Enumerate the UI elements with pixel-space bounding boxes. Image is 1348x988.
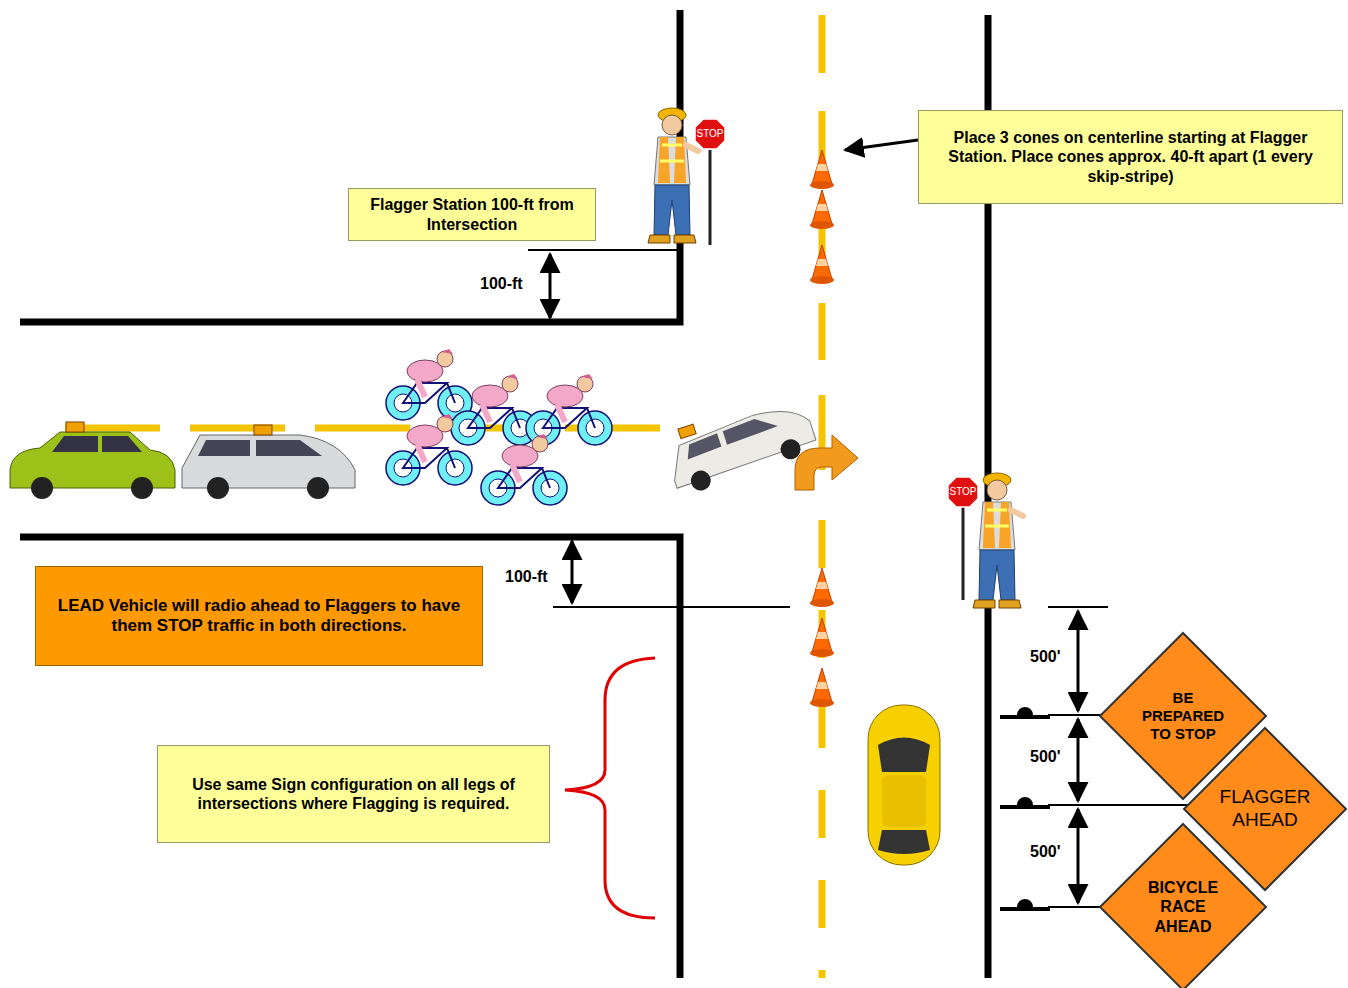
- vehicles: [10, 349, 940, 865]
- warning-sign: BICYCLE RACE AHEAD: [1099, 823, 1267, 988]
- centerline: [65, 425, 665, 432]
- lead-car: [31, 477, 53, 499]
- traffic-cone: [810, 245, 834, 284]
- sign-text: STOP: [949, 487, 976, 497]
- lead-car: [10, 422, 175, 499]
- sign-text: FLAGGER AHEAD: [1213, 786, 1317, 832]
- turning-car: [688, 468, 713, 493]
- stop-sign: STOP: [947, 476, 979, 508]
- turning-car: [678, 424, 696, 438]
- lead-car: [10, 432, 175, 488]
- callout-box: LEAD Vehicle will radio ahead to Flagger…: [35, 566, 483, 666]
- sign-post-symbol: [1000, 707, 1050, 719]
- traffic-cone: [810, 150, 834, 189]
- sign-posts: [1000, 707, 1050, 911]
- dimension-arrow: [549, 254, 552, 318]
- traffic-cone: [810, 568, 834, 607]
- lead-car: [182, 435, 355, 488]
- callout-text: LEAD Vehicle will radio ahead to Flagger…: [46, 596, 472, 637]
- dimension-label: 500': [1028, 843, 1063, 861]
- yellow-car: [878, 830, 930, 854]
- leader-arrow: [845, 140, 918, 150]
- dimension-label: 100-ft: [503, 568, 550, 586]
- stop-face: [695, 119, 725, 149]
- extension-line: [553, 606, 790, 608]
- callout-text: Flagger Station 100-ft from Intersection: [359, 195, 585, 233]
- sign-post-symbol: [1000, 899, 1050, 911]
- sign-text: BICYCLE RACE AHEAD: [1133, 878, 1233, 936]
- lead-car: [254, 425, 272, 435]
- dimension-arrow: [1077, 809, 1080, 903]
- lead-car: [66, 422, 84, 432]
- callout-text: Use same Sign configuration on all legs …: [168, 775, 539, 813]
- road-edges: [20, 10, 988, 978]
- callout-box: Flagger Station 100-ft from Intersection: [348, 188, 596, 241]
- lead-car: [198, 440, 322, 456]
- sign-text: STOP: [696, 129, 723, 139]
- traffic-cone: [810, 668, 834, 707]
- sign-pole: [709, 150, 712, 245]
- yellow-car: [882, 775, 926, 827]
- road-edge: [20, 537, 680, 978]
- centerlines: [65, 15, 822, 978]
- dimension-arrow: [1077, 719, 1080, 801]
- lead-car: [307, 477, 329, 499]
- lead-car: [207, 477, 229, 499]
- lead-car: [52, 436, 142, 452]
- cyclist: [526, 374, 612, 445]
- road-edge: [20, 10, 680, 322]
- turning-car: [682, 413, 779, 460]
- cones: [810, 150, 834, 707]
- flagger-figure: [973, 473, 1023, 608]
- yellow-car: [868, 705, 940, 865]
- sign-text: BE PREPARED TO STOP: [1133, 689, 1233, 743]
- dimension-arrow: [571, 541, 574, 603]
- traffic-cone: [810, 618, 834, 657]
- cyclist: [451, 374, 537, 445]
- turning-car: [663, 399, 817, 488]
- stop-face: [948, 477, 978, 507]
- yellow-car: [868, 705, 940, 865]
- dimension-arrow: [1077, 611, 1080, 711]
- callout-text: Place 3 cones on centerline starting at …: [929, 128, 1332, 186]
- stop-sign: STOP: [694, 118, 726, 150]
- turn-arrow: [795, 435, 858, 490]
- lead-car: [131, 477, 153, 499]
- extension-line: [528, 249, 680, 251]
- extension-line: [1048, 804, 1190, 806]
- extension-line: [1048, 606, 1108, 608]
- traffic-cone: [810, 190, 834, 229]
- flagger-figure: [648, 108, 698, 243]
- dimension-lines: [528, 250, 1190, 907]
- sign-face: [1100, 824, 1266, 988]
- cyclist: [481, 434, 567, 505]
- callout-box: Use same Sign configuration on all legs …: [157, 745, 550, 843]
- lead-car: [182, 425, 355, 499]
- yellow-car: [878, 738, 930, 773]
- dimension-label: 100-ft: [478, 275, 525, 293]
- cyclists: [386, 349, 612, 505]
- cyclist: [386, 349, 472, 420]
- sign-pole: [962, 505, 965, 600]
- bracket: [565, 658, 655, 918]
- dimension-label: 500': [1028, 648, 1063, 666]
- sign-post-symbol: [1000, 797, 1050, 809]
- cyclist: [386, 414, 472, 485]
- callout-box: Place 3 cones on centerline starting at …: [918, 110, 1343, 204]
- dimension-label: 500': [1028, 748, 1063, 766]
